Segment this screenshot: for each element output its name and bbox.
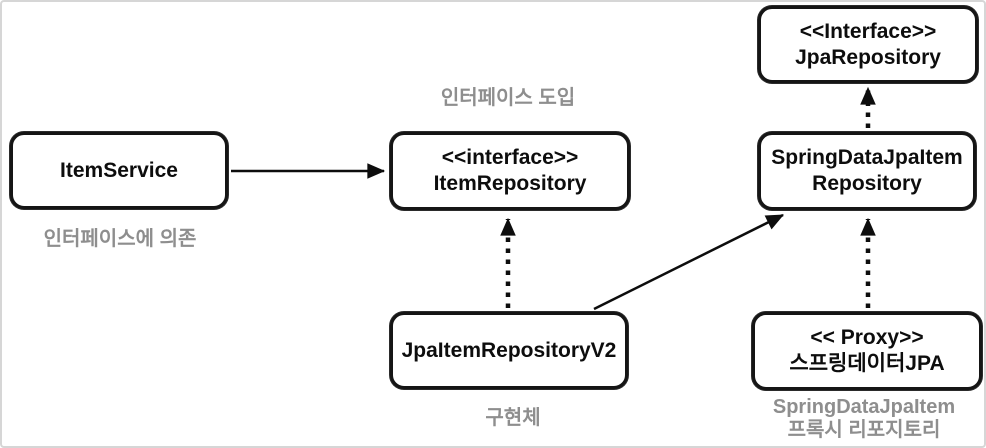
node-jpa-item-repository-v2: JpaItemRepositoryV2 (390, 312, 628, 389)
annotation-interface-intro: 인터페이스 도입 (440, 87, 576, 109)
node-jpa-item-repository-v2-label: JpaItemRepositoryV2 (401, 338, 617, 362)
node-item-service: ItemService (10, 132, 228, 209)
annotation-depends-on-interface: 인터페이스에 의존 (43, 228, 197, 250)
edge-jpaitemrepositoryv2-to-springdatajpaitemrepository (593, 213, 784, 311)
node-item-repository-label: ItemRepository (433, 172, 587, 195)
node-jpa-repository-label: JpaRepository (795, 45, 941, 69)
node-spring-data-jpa-item-repository-line2: Repository (812, 172, 922, 195)
node-spring-data-proxy-label: 스프링데이터JPA (789, 352, 945, 375)
node-spring-data-proxy: << Proxy>> 스프링데이터JPA (752, 312, 982, 390)
node-spring-data-jpa-item-repository: SpringDataJpaItem Repository (758, 132, 976, 210)
annotation-implementation: 구현체 (485, 407, 541, 429)
node-jpa-repository-stereotype: <<Interface>> (799, 19, 937, 43)
node-item-repository-stereotype: <<interface>> (441, 146, 579, 169)
node-spring-data-jpa-item-repository-line1: SpringDataJpaItem (771, 146, 963, 169)
node-item-repository: <<interface>> ItemRepository (390, 132, 630, 210)
node-jpa-repository: <<Interface>> JpaRepository (758, 6, 978, 83)
annotation-proxy-repository-line1: SpringDataJpaItem (772, 396, 956, 418)
node-spring-data-proxy-stereotype: << Proxy>> (810, 326, 924, 349)
node-item-service-label: ItemService (60, 158, 178, 182)
annotation-proxy-repository-line2: 프록시 리포지토리 (787, 419, 941, 441)
annotation-proxy-repository: SpringDataJpaItem 프록시 리포지토리 (754, 396, 974, 442)
